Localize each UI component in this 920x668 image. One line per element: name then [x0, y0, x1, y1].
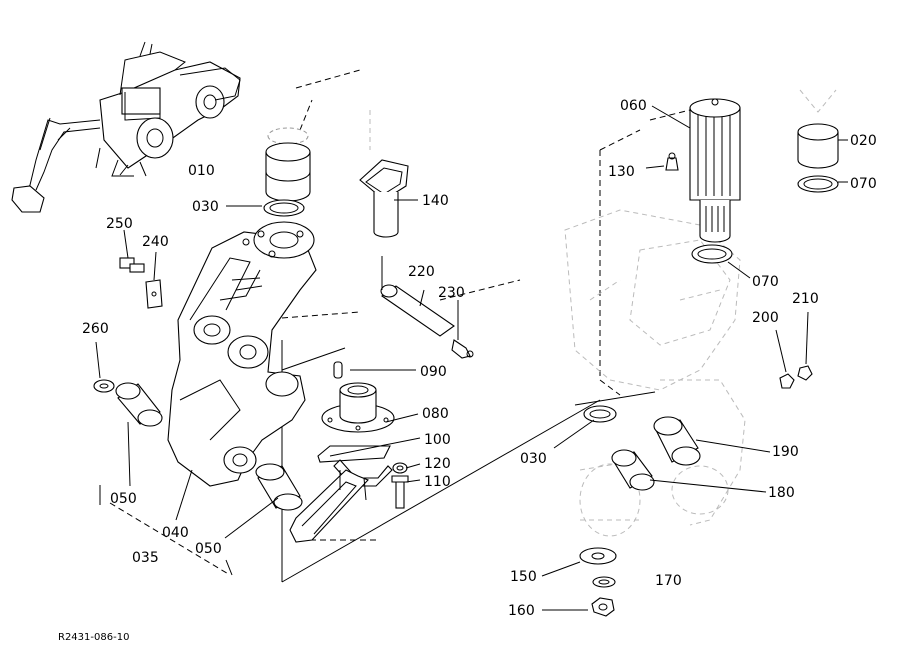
- callout-labels: 010 020 030 030 035 040 050 050 060 070 …: [58, 98, 877, 643]
- washer-part-120: [392, 462, 408, 474]
- seal-ring-part-070-mid: [691, 244, 733, 264]
- callout-240: 240: [142, 234, 169, 250]
- seal-ring-part-030-lower: [583, 405, 617, 423]
- swing-bracket-part-040: [167, 221, 317, 487]
- bolt-part-110: [391, 475, 409, 509]
- drawing-reference-number: R2431-086-10: [58, 632, 129, 643]
- washer-part-260: [93, 379, 115, 393]
- nut-part-160: [591, 597, 615, 617]
- callout-250: 250: [106, 216, 133, 232]
- bushing-part-190: [653, 416, 701, 466]
- callout-150: 150: [510, 569, 537, 585]
- callout-040: 040: [162, 525, 189, 541]
- small-pin-part-090: [333, 361, 343, 379]
- callout-130: 130: [608, 164, 635, 180]
- pin-part-220: [380, 256, 455, 337]
- callout-260: 260: [82, 321, 109, 337]
- lock-plate-part-240: [145, 279, 163, 309]
- bushing-part-020: [797, 89, 839, 169]
- grease-nipple-part-230: [451, 339, 474, 359]
- bushing-part-050-left: [115, 382, 163, 427]
- splined-shaft-part-060: [689, 98, 741, 243]
- stopper-plate-part-100: [289, 445, 393, 543]
- callout-230: 230: [438, 285, 465, 301]
- callout-210: 210: [792, 291, 819, 307]
- callout-110: 110: [424, 474, 451, 490]
- callout-020: 020: [850, 133, 877, 149]
- callout-190: 190: [772, 444, 799, 460]
- callout-050-right: 050: [195, 541, 222, 557]
- seal-ring-part-030-upper: [263, 199, 305, 217]
- callout-180: 180: [768, 485, 795, 501]
- grease-nipple-part-130: [665, 152, 679, 171]
- callout-060: 060: [620, 98, 647, 114]
- callout-010: 010: [188, 163, 215, 179]
- callout-220: 220: [408, 264, 435, 280]
- callout-070-top: 070: [850, 176, 877, 192]
- spring-washer-part-170: [592, 576, 616, 588]
- bolt-part-250: [119, 257, 145, 273]
- callout-120: 120: [424, 456, 451, 472]
- seal-ring-part-070-top: [797, 175, 839, 193]
- callout-050-left: 050: [110, 491, 137, 507]
- bushing-part-180: [611, 449, 655, 491]
- callout-170: 170: [655, 573, 682, 589]
- callout-140: 140: [422, 193, 449, 209]
- backhoe-tractor-thumbnail: [11, 41, 241, 213]
- callout-080: 080: [422, 406, 449, 422]
- callout-160: 160: [508, 603, 535, 619]
- callout-090: 090: [420, 364, 447, 380]
- callout-030-lower: 030: [520, 451, 547, 467]
- callout-100: 100: [424, 432, 451, 448]
- bushing-part-050-right: [255, 463, 303, 511]
- washer-part-150: [579, 547, 617, 565]
- callout-070-mid: 070: [752, 274, 779, 290]
- boom-bracket-ghost: [564, 209, 746, 537]
- flanged-sleeve-part-080: [321, 382, 395, 433]
- callout-200: 200: [752, 310, 779, 326]
- nut-part-200: [779, 373, 795, 389]
- leader-lines: [95, 105, 848, 611]
- nipple-part-210: [797, 365, 813, 381]
- callout-035: 035: [132, 550, 159, 566]
- callout-030-upper: 030: [192, 199, 219, 215]
- grease-cup-part-140: [359, 110, 409, 238]
- bushing-part-010: [265, 127, 311, 202]
